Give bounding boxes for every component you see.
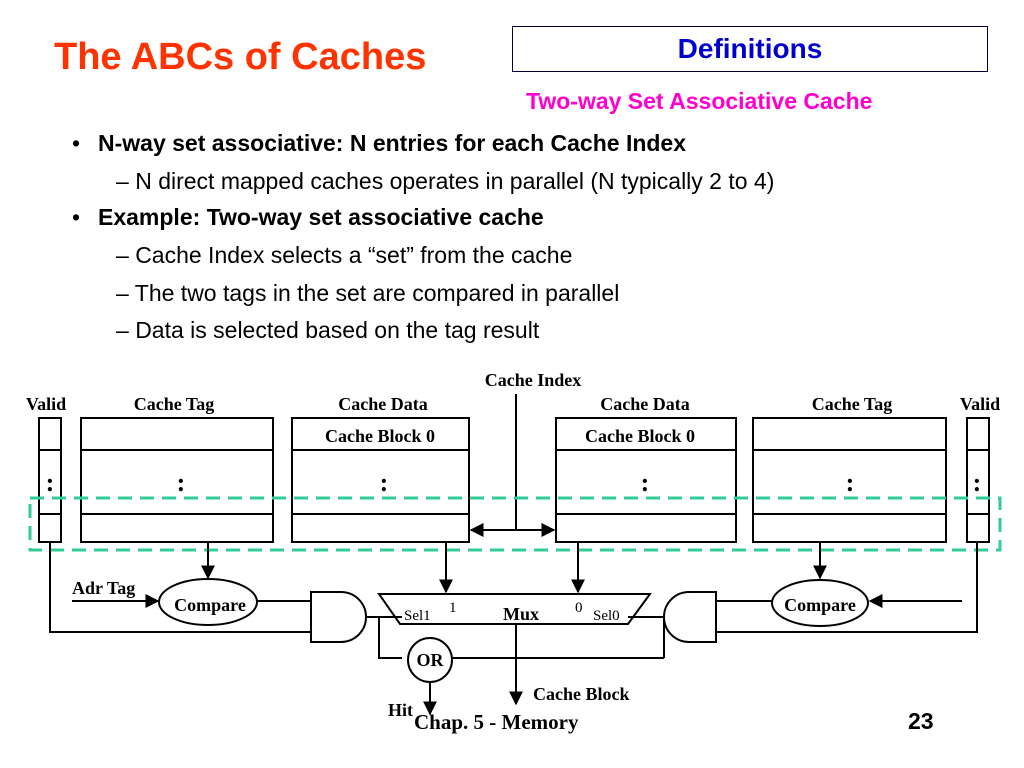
ellipsis-tag-left: : (177, 468, 186, 497)
and-gate-left (310, 591, 367, 643)
cache-index-label: Cache Index (485, 370, 582, 390)
bullet-item: • Example: Two-way set associative cache (72, 204, 544, 231)
definitions-label: Definitions (677, 33, 823, 64)
bullet-text: Example: Two-way set associative cache (98, 204, 544, 230)
ellipsis-tag-right: : (846, 468, 855, 497)
page-number: 23 (908, 708, 934, 734)
slide-title: The ABCs of Caches (54, 36, 427, 78)
dash-icon: – (116, 317, 136, 343)
cache-tag-left-array (80, 417, 274, 543)
sub-bullet-text: N direct mapped caches operates in paral… (135, 168, 775, 194)
valid-right-to-and-line (716, 542, 978, 633)
sub-bullet-item: – N direct mapped caches operates in par… (116, 168, 774, 195)
cache-block-left-label: Cache Block 0 (325, 426, 435, 446)
ellipsis-valid-right: : (973, 468, 982, 497)
cache-tag-left-label: Cache Tag (134, 394, 215, 414)
hit-label: Hit (388, 700, 413, 720)
cache-tag-right-array (752, 417, 947, 543)
cache-data-left-array (291, 417, 470, 543)
valid-right-label: Valid (960, 394, 1000, 414)
compare-right-label: Compare (784, 595, 856, 615)
sub-bullet-item: – Cache Index selects a “set” from the c… (116, 242, 572, 269)
cache-data-left-label: Cache Data (338, 394, 427, 414)
mux-input0-label: 0 (575, 600, 583, 616)
bullet-text: N-way set associative: N entries for eac… (98, 130, 687, 156)
and-left-to-or-line (378, 617, 402, 659)
slide-subtitle: Two-way Set Associative Cache (526, 88, 873, 114)
mux-input1-label: 1 (449, 600, 457, 616)
sub-bullet-text: Data is selected based on the tag result (135, 317, 540, 343)
bullet-dot-icon: • (72, 130, 81, 156)
mux-label: Mux (503, 604, 539, 624)
bullet-item: • N-way set associative: N entries for ea… (72, 130, 686, 157)
ellipsis-data-right: : (641, 468, 650, 497)
adr-tag-label: Adr Tag (72, 578, 135, 598)
dash-icon: – (116, 280, 135, 306)
definitions-box: Definitions (512, 26, 988, 72)
and-gate-right (663, 591, 717, 643)
sel1-label: Sel1 (404, 608, 431, 624)
footer-chapter: Chap. 5 - Memory (414, 710, 579, 734)
valid-left-to-and-line (49, 542, 311, 633)
ellipsis-valid-left: : (46, 468, 55, 497)
bullet-dot-icon: • (72, 204, 81, 230)
or-label: OR (417, 650, 445, 670)
compare-left-label: Compare (174, 595, 246, 615)
sub-bullet-item: – Data is selected based on the tag resu… (116, 317, 539, 344)
sub-bullet-text: Cache Index selects a “set” from the cac… (135, 242, 573, 268)
cache-data-right-label: Cache Data (600, 394, 689, 414)
mux-block (377, 593, 652, 625)
dash-icon: – (116, 168, 136, 194)
sub-bullet-text: The two tags in the set are compared in … (134, 280, 620, 306)
cache-data-right-array (555, 417, 737, 543)
sel0-label: Sel0 (593, 608, 620, 624)
cache-block-right-label: Cache Block 0 (585, 426, 695, 446)
cache-block-output-label: Cache Block (533, 684, 630, 704)
dash-icon: – (116, 242, 136, 268)
cache-tag-right-label: Cache Tag (812, 394, 893, 414)
ellipsis-data-left: : (380, 468, 389, 497)
selected-set-highlight (28, 496, 1002, 552)
valid-left-label: Valid (26, 394, 66, 414)
sub-bullet-item: – The two tags in the set are compared i… (116, 280, 619, 307)
compare-right-node (771, 579, 869, 627)
